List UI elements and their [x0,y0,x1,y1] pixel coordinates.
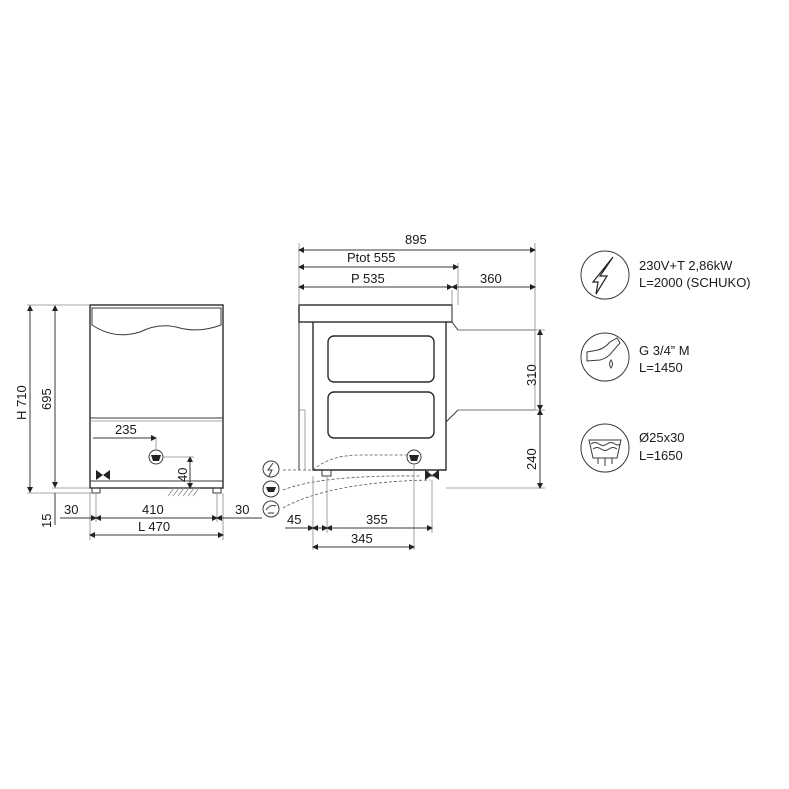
side-foot-front [321,469,332,477]
dim-depth-body: P 535 [351,271,385,286]
front-foot-right [212,487,222,494]
side-valve-icon [425,470,439,480]
spec-water: G 3/4” M L=1450 [580,332,690,382]
dim-drain-height: 40 [175,468,190,482]
spec-electric-line1: 230V+T 2,86kW [639,258,733,273]
dim-depth-total: Ptot 555 [347,250,395,265]
water-tap-icon [580,332,630,382]
water-connection-icon-small [262,500,280,518]
side-window-lower [327,391,435,439]
front-view: 235 40 H 710 695 15 30 410 30 L 470 [14,304,262,540]
dim-foot-height: 15 [39,514,54,528]
dim-connection-height: 240 [524,448,539,470]
spec-drain-line2: L=1650 [639,448,683,463]
spec-electric: 230V+T 2,86kW L=2000 (SCHUKO) [580,250,751,300]
spec-drain-line1: Ø25x30 [639,430,685,445]
front-top-panel [91,307,222,336]
side-top-lid [298,304,453,323]
spec-water-line1: G 3/4” M [639,343,690,358]
valve-icon [96,470,110,480]
front-body-outline [89,304,224,489]
dim-connection-depth: 345 [351,531,373,546]
spec-electric-line2: L=2000 (SCHUKO) [639,275,751,290]
dim-door-height: 310 [524,364,539,386]
specs-panel: 230V+T 2,86kW L=2000 (SCHUKO) G 3/4” M L… [580,250,751,473]
dim-rear-offset: 45 [287,512,301,527]
side-body-outline [312,322,447,471]
side-window-upper [327,335,435,383]
electric-connection-icon [262,460,280,478]
dim-height-body: 695 [39,388,54,410]
spec-drain: Ø25x30 L=1650 [580,423,685,473]
dim-foot-span: 410 [142,502,164,517]
front-foot-left [91,487,101,494]
dim-drain-offset: 235 [115,422,137,437]
dim-door-open: 360 [480,271,502,286]
drain-icon [580,423,630,473]
drain-connection-icon-small [262,480,280,498]
dim-foot-right: 30 [235,502,249,517]
dim-width-total: L 470 [138,519,170,534]
dim-depth-open: 895 [405,232,427,247]
dim-height-total: H 710 [14,385,29,420]
side-view: 895 Ptot 555 P 535 360 310 240 45 355 34… [262,232,545,550]
spec-water-line2: L=1450 [639,360,683,375]
dim-foot-depth: 355 [366,512,388,527]
lightning-icon [580,250,630,300]
dim-foot-left: 30 [64,502,78,517]
